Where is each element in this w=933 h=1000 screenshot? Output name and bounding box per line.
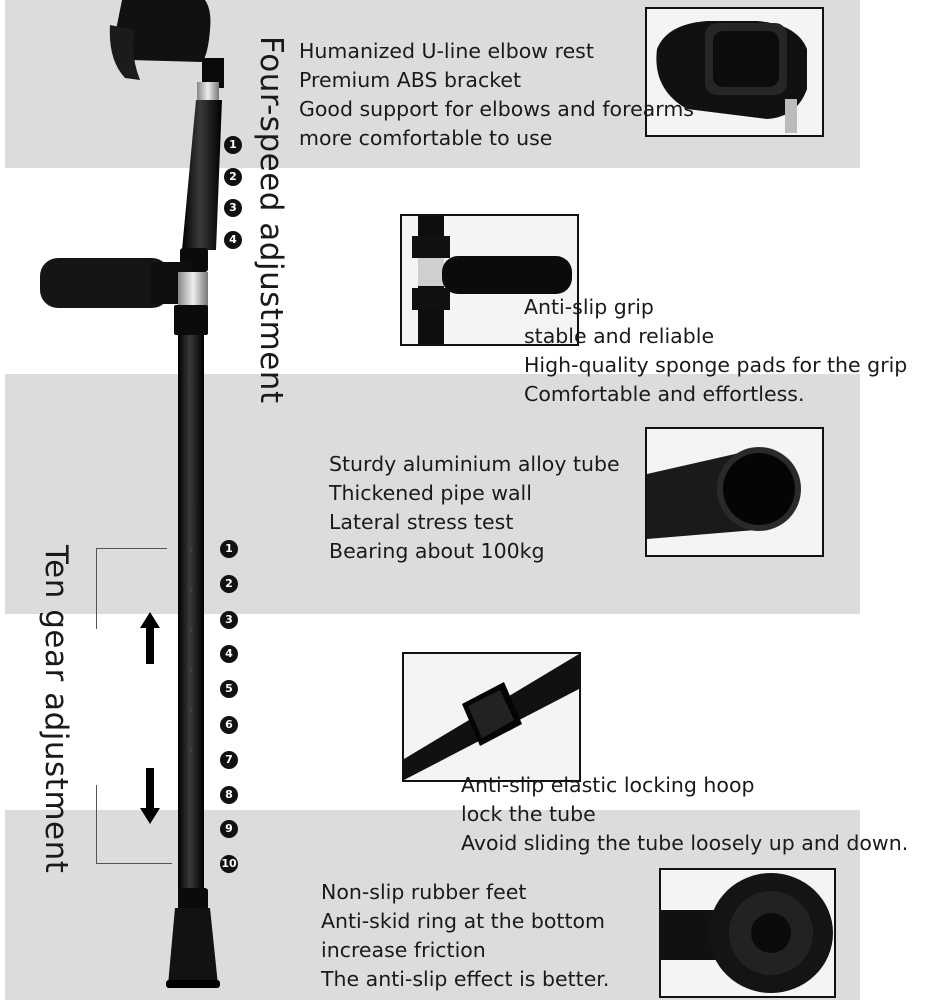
ten-gear-marker-10: 10 [220,855,238,873]
elbow-rest-description: Humanized U-line elbow rest Premium ABS … [299,37,694,153]
ten-gear-marker-8: 8 [220,786,238,804]
feature-line: Premium ABS bracket [299,68,522,92]
feature-line: Thickened pipe wall [329,481,532,505]
ten-gear-marker-2: 2 [220,575,238,593]
four-speed-marker-4: 4 [224,231,242,249]
locking-hoop-photo [402,652,581,782]
crutch-illustration [40,0,224,988]
ten-gear-marker-4: 4 [220,645,238,663]
ten-gear-adjustment-label: Ten gear adjustment [38,545,74,874]
ten-gear-marker-6: 6 [220,716,238,734]
feature-line: Anti-skid ring at the bottom [321,909,605,933]
arrow-down-icon [140,768,160,824]
four-speed-marker-2: 2 [224,168,242,186]
adjust-range-bracket-bottom [96,785,172,864]
arrow-up-icon [140,612,160,664]
ten-gear-marker-9: 9 [220,820,238,838]
ten-gear-marker-3: 3 [220,611,238,629]
aluminium-tube-photo [645,427,824,557]
feature-line: Anti-slip elastic locking hoop [461,773,755,797]
four-speed-marker-3: 3 [224,199,242,217]
grip-photo [400,214,579,346]
feature-line: increase friction [321,938,486,962]
four-speed-adjustment-label: Four-speed adjustment [253,36,289,404]
tube-description: Sturdy aluminium alloy tube Thickened pi… [329,450,620,566]
feature-line: Lateral stress test [329,510,514,534]
feature-line: Humanized U-line elbow rest [299,39,594,63]
feature-line: Non-slip rubber feet [321,880,527,904]
feature-line: High-quality sponge pads for the grip [524,353,908,377]
feature-line: Sturdy aluminium alloy tube [329,452,620,476]
adjust-range-bracket-top [96,548,167,629]
feature-line: Comfortable and effortless. [524,382,805,406]
feature-line: Avoid sliding the tube loosely up and do… [461,831,909,855]
rubber-feet-photo [659,868,836,998]
feature-line: The anti-slip effect is better. [321,967,610,991]
elbow-rest-photo [645,7,824,137]
feature-line: more comfortable to use [299,126,553,150]
feature-line: Bearing about 100kg [329,539,545,563]
feature-line: stable and reliable [524,324,715,348]
ten-gear-marker-1: 1 [220,540,238,558]
ten-gear-marker-7: 7 [220,751,238,769]
feature-line: Good support for elbows and forearms [299,97,694,121]
ten-gear-marker-5: 5 [220,680,238,698]
feature-line: Anti-slip grip [524,295,654,319]
four-speed-marker-1: 1 [224,136,242,154]
locking-hoop-description: Anti-slip elastic locking hoop lock the … [461,771,908,858]
grip-description: Anti-slip grip stable and reliable High-… [524,293,907,409]
rubber-feet-description: Non-slip rubber feet Anti-skid ring at t… [321,878,609,994]
feature-line: lock the tube [461,802,596,826]
